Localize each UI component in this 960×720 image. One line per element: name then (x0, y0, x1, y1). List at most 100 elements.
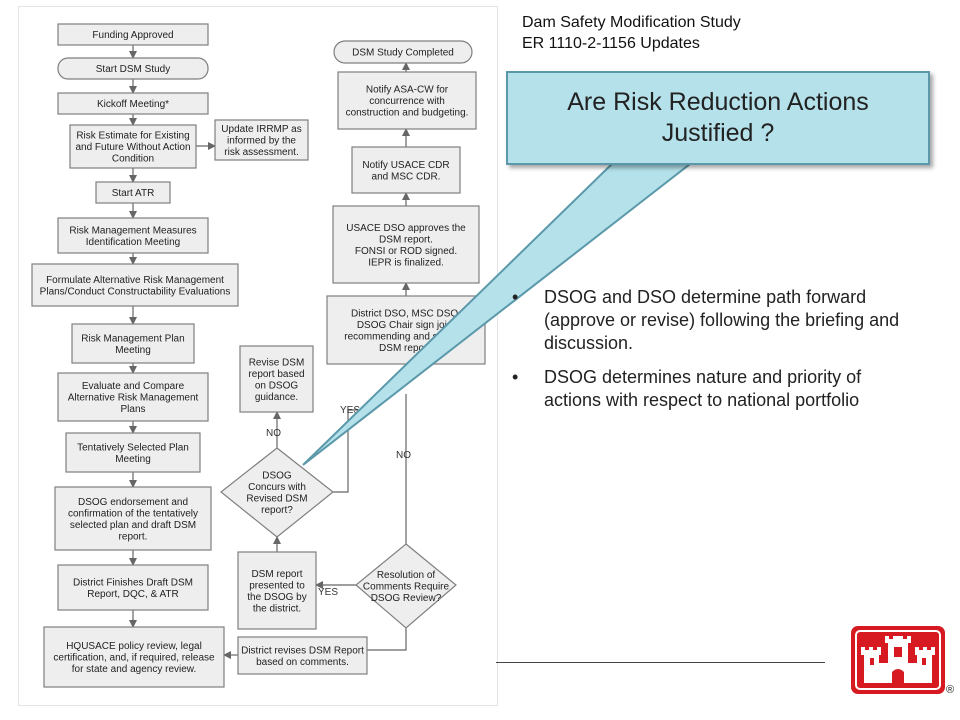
bullet-text: DSOG and DSO determine path forward (app… (544, 287, 900, 353)
node-label-line: IEPR is finalized. (368, 257, 444, 268)
node-label-line: Notify USACE CDR (362, 160, 449, 171)
node-label-line: Alternative Risk Management (68, 393, 199, 404)
node-label-line: Formulate Alternative Risk Management (46, 275, 224, 286)
node-label-line: Plans/Conduct Constructability Evaluatio… (40, 286, 231, 297)
bullet-dot: • (512, 287, 519, 307)
node-label-line: selected plan and draft DSM (70, 520, 196, 531)
node-funding-approved: Funding Approved (57, 23, 209, 46)
node-label-line: FONSI or ROD signed. (355, 246, 457, 257)
node-label-line: Tentatively Selected Plan (77, 442, 189, 453)
node-label-line: presented to (249, 580, 305, 591)
node-label-line: District Finishes Draft DSM (73, 577, 193, 588)
node-label-line: DSOG (262, 470, 292, 481)
node-label-line: construction and budgeting. (346, 108, 469, 119)
bullet-list: • DSOG and DSO determine path forward (ap… (510, 286, 905, 423)
node-label-line: risk assessment. (224, 147, 298, 158)
edge-label-yes-arrow: YES (318, 587, 338, 598)
node-label-line: Plans (120, 404, 145, 415)
svg-text:Kickoff Meeting*: Kickoff Meeting* (97, 99, 169, 110)
node-label-line: concurrence with (369, 96, 445, 107)
node-label-line: report based (248, 369, 304, 380)
node-label-line: Revised DSM (246, 493, 307, 504)
usace-castle-icon (851, 626, 945, 694)
header-line-2: ER 1110-2-1156 Updates (522, 35, 700, 52)
node-label-line: recommending and sign the (344, 331, 468, 342)
node-label-line: Resolution of (377, 570, 436, 581)
node-label-line: Start DSM Study (96, 64, 170, 75)
callout-title: Are Risk Reduction Actions Justified ? (567, 88, 869, 147)
node-label-line: Concurs with (248, 482, 306, 493)
node-label-line: based on comments. (256, 657, 349, 668)
node-label-line: DSOG Chair sign joint (357, 320, 456, 331)
node-label-line: Condition (112, 154, 154, 165)
node-start-atr: Start ATR (95, 181, 171, 204)
node-label-line: Identification Meeting (86, 237, 181, 248)
node-label-line: Risk Management Plan (81, 333, 184, 344)
node-label-line: DSOG endorsement and (78, 497, 188, 508)
svg-text:DSM Study Completed: DSM Study Completed (352, 48, 454, 59)
node-label-line: and MSC CDR. (372, 171, 441, 182)
node-label-line: DSM report. (379, 343, 433, 354)
node-label-line: the district. (253, 603, 301, 614)
node-label-line: Start ATR (112, 188, 155, 199)
svg-text:Start ATR: Start ATR (112, 188, 155, 199)
bullet-item: • DSOG and DSO determine path forward (ap… (510, 286, 905, 355)
node-label-line: DSM Study Completed (352, 48, 454, 59)
node-label-line: Comments Require (363, 582, 450, 593)
node-label-line: on DSOG (255, 380, 299, 391)
node-label-line: USACE DSO approves the (346, 223, 466, 234)
node-label-line: Meeting (115, 345, 151, 356)
svg-text:District DSO, MSC DSO,DSOG Cha: District DSO, MSC DSO,DSOG Chair sign jo… (344, 308, 468, 354)
node-label-line: Evaluate and Compare (82, 381, 185, 392)
node-label-line: Report, DQC, & ATR (87, 589, 179, 600)
svg-text:Formulate Alternative Risk Man: Formulate Alternative Risk ManagementPla… (40, 275, 231, 298)
node-label-line: Update IRRMP as (221, 124, 301, 135)
node-label-line: DSM report. (379, 234, 433, 245)
node-label-line: confirmation of the tentatively (68, 508, 198, 519)
node-kickoff-meeting: Kickoff Meeting* (57, 92, 209, 115)
node-label-line: the DSOG by (247, 592, 306, 603)
node-label-line: Meeting (115, 454, 151, 465)
bullet-item: •DSOG determines nature and priority of … (510, 366, 905, 412)
edge-label-no-right: NO (396, 450, 411, 461)
slide-header: Dam Safety Modification Study ER 1110-2-… (522, 12, 741, 54)
node-label-line: Kickoff Meeting* (97, 99, 169, 110)
registered-mark: ® (946, 684, 955, 696)
node-label-line: District revises DSM Report (241, 645, 364, 656)
node-label-line: Risk Management Measures (69, 225, 196, 236)
node-label-line: Revise DSM (249, 357, 305, 368)
bullet-text: DSOG determines nature and priority of a… (544, 367, 862, 410)
node-dsm-completed: DSM Study Completed (333, 40, 473, 64)
